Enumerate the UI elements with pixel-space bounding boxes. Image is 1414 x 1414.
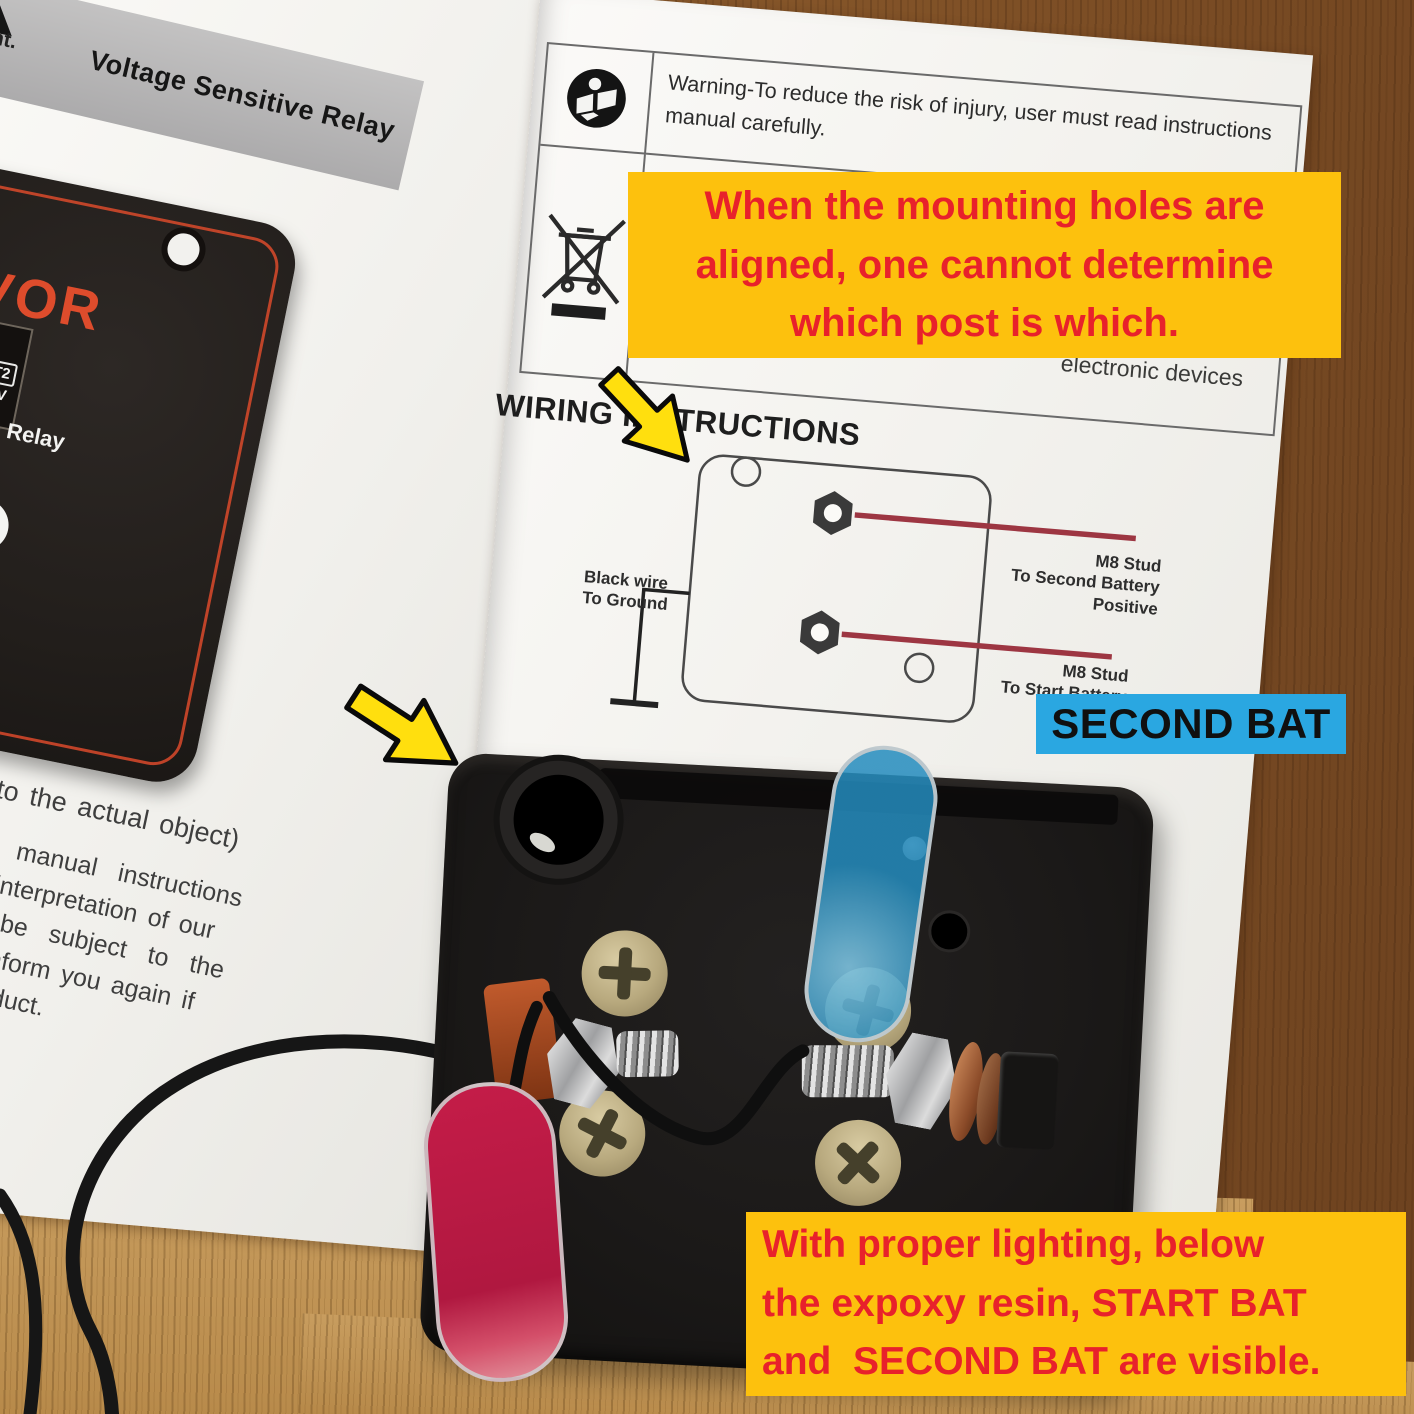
- ground-wire: [632, 587, 690, 704]
- weee-icon-cell: [521, 145, 646, 380]
- weee-icon: [541, 213, 626, 320]
- battery2-label: BAT2: [0, 354, 19, 388]
- stud-top-icon: [812, 491, 853, 536]
- note-line: which post is which.: [790, 301, 1179, 346]
- annotation-arrow-icon: [326, 660, 484, 805]
- wiring-diagram: [610, 454, 1137, 723]
- note-line: the expoxy resin, START BAT: [762, 1281, 1307, 1325]
- annotation-top-note: When the mounting holes are aligned, one…: [628, 172, 1341, 358]
- stud-bottom-icon: [799, 610, 840, 655]
- note-line: When the mounting holes are: [704, 183, 1265, 228]
- ground-symbol: [610, 698, 659, 709]
- second-bat-label: SECOND BAT: [1036, 694, 1346, 754]
- page-header-bar: Voltage Sensitive Relay: [0, 0, 425, 191]
- red-wire-top: [854, 512, 1137, 542]
- ok-button-print: ⚙ OK: [0, 494, 14, 556]
- battery2-readout: BAT2 12.6V: [0, 354, 19, 406]
- note-line: With proper lighting, below: [762, 1223, 1265, 1267]
- mounting-hole-bottom-icon: [903, 652, 935, 684]
- warning-table: Warning-To reduce the risk of injury, us…: [519, 42, 1303, 437]
- note-line: and SECOND BAT are visible.: [762, 1340, 1321, 1384]
- annotation-arrow-icon: [575, 348, 719, 494]
- photo-wires: [0, 1034, 477, 1414]
- mounting-hole-top-icon: [730, 456, 762, 487]
- red-wire-bottom: [841, 631, 1113, 660]
- relay-outline: [681, 454, 992, 723]
- highlight-start-bat-post: [419, 1077, 573, 1387]
- product-mounting-hole: [157, 223, 210, 276]
- read-manual-icon-cell: [540, 44, 655, 155]
- annotation-bottom-note: With proper lighting, below the expoxy r…: [746, 1212, 1406, 1396]
- read-manual-icon: [567, 69, 626, 128]
- product-photo: EVOR Auto BAT2 12.6V ensitive Relay ▲ ON…: [0, 150, 303, 790]
- page-header-title: Voltage Sensitive Relay: [86, 44, 399, 146]
- note-line: aligned, one cannot determine: [695, 242, 1274, 287]
